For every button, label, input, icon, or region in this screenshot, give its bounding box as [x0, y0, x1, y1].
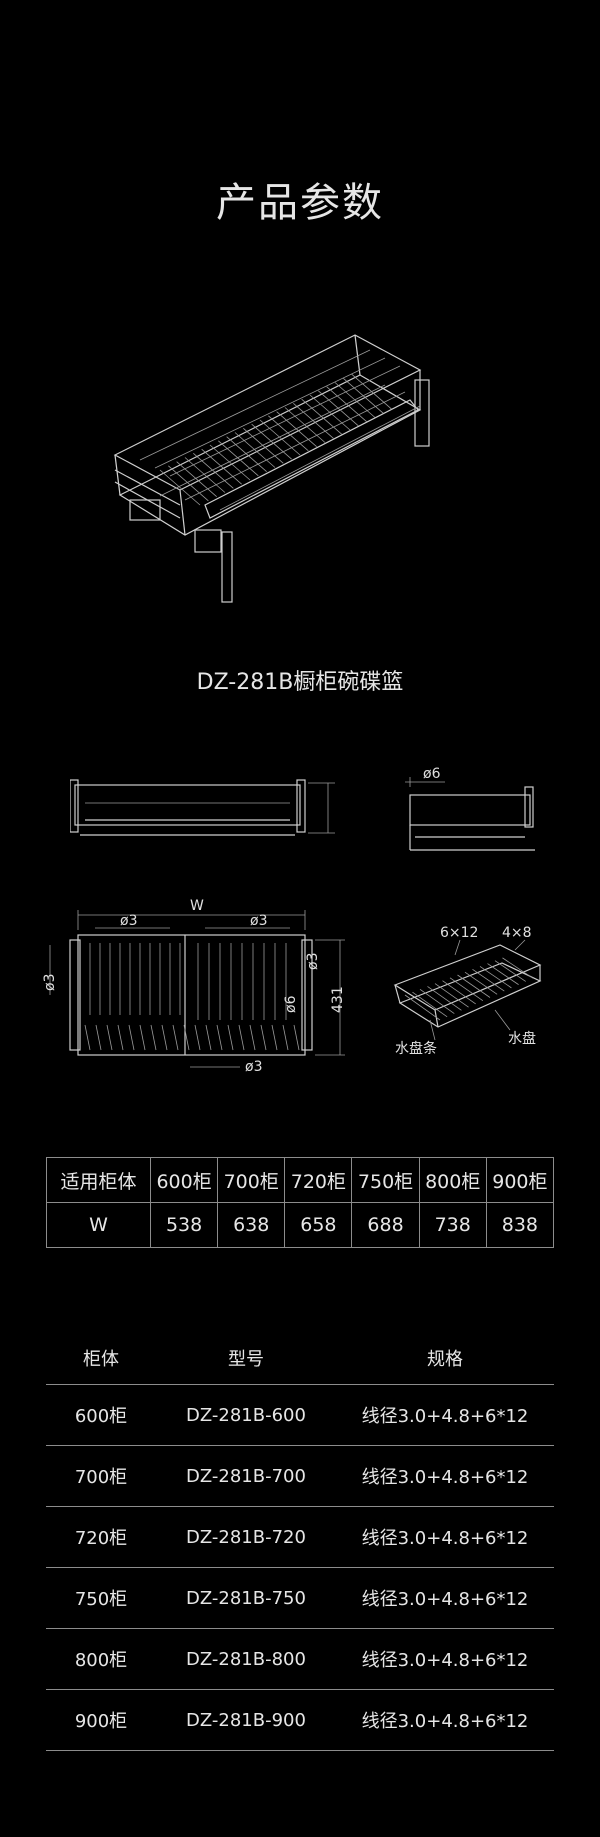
depth-dimension: 431: [330, 986, 346, 1013]
table-row: 800柜 DZ-281B-800 线径3.0+4.8+6*12: [46, 1628, 554, 1690]
spec-model: DZ-281B-700: [156, 1445, 336, 1507]
size-table-col: 600柜: [149, 1157, 219, 1203]
isometric-drawing: 6×12 4×8 水盘 水盘条: [393, 925, 542, 1057]
spec-value: 线径3.0+4.8+6*12: [336, 1445, 554, 1507]
product-name: DZ-281B橱柜碗碟篮: [196, 670, 404, 695]
rod-diameter-d: ø3: [305, 953, 321, 970]
size-table-col: 720柜: [284, 1157, 353, 1203]
rod-diameter-e: ø6: [283, 995, 299, 1013]
front-view-drawing: 168: [70, 779, 335, 836]
size-table-row-label: W: [46, 1202, 151, 1248]
size-table-value: 638: [217, 1202, 286, 1248]
spec-value: 线径3.0+4.8+6*12: [336, 1384, 554, 1446]
table-row: 720柜 DZ-281B-720 线径3.0+4.8+6*12: [46, 1506, 554, 1568]
spec-model: DZ-281B-720: [156, 1506, 336, 1568]
table-row: 700柜 DZ-281B-700 线径3.0+4.8+6*12: [46, 1445, 554, 1507]
size-table-col: 700柜: [217, 1157, 286, 1203]
top-view-drawing: W ø3 ø3 ø3 ø3 ø6 431 ø3: [42, 898, 346, 1075]
size-table-col: 750柜: [351, 1157, 420, 1203]
spec-cabinet: 900柜: [46, 1689, 156, 1751]
spec-cabinet: 600柜: [46, 1384, 156, 1446]
spec-model: DZ-281B-600: [156, 1384, 336, 1446]
size-table-value: 538: [149, 1202, 219, 1248]
rod-diameter-b: ø3: [250, 913, 267, 929]
side-view-drawing: ø6: [405, 766, 535, 851]
spec-header-cabinet: 柜体: [83, 1349, 119, 1370]
spec-model: DZ-281B-900: [156, 1689, 336, 1751]
spec-header-spec: 规格: [427, 1349, 463, 1370]
size-table-value: 738: [418, 1202, 487, 1248]
page-title: 产品参数: [216, 180, 384, 226]
spec-cabinet: 700柜: [46, 1445, 156, 1507]
rod-diameter-a: ø3: [120, 913, 137, 929]
basket-top-frame: [113, 334, 422, 491]
spec-value: 线径3.0+4.8+6*12: [336, 1628, 554, 1690]
spec-model: DZ-281B-800: [156, 1628, 336, 1690]
size-table-value: 688: [351, 1202, 420, 1248]
side-wire-size: 4×8: [502, 925, 532, 941]
spec-cabinet: 800柜: [46, 1628, 156, 1690]
spec-value: 线径3.0+4.8+6*12: [336, 1689, 554, 1751]
rod-diameter-f: ø3: [245, 1059, 262, 1075]
width-dimension: W: [190, 898, 204, 914]
table-row: 900柜 DZ-281B-900 线径3.0+4.8+6*12: [46, 1689, 554, 1751]
size-table-col: 800柜: [418, 1157, 487, 1203]
wire-diameter-label: ø6: [423, 766, 441, 782]
size-table-header-label: 适用柜体: [46, 1157, 151, 1203]
drip-strip-label: 水盘条: [395, 1040, 437, 1057]
size-table-value: 658: [284, 1202, 353, 1248]
rod-diameter-c: ø3: [42, 974, 58, 991]
frame-wire-size: 6×12: [440, 925, 478, 941]
size-table-value: 838: [485, 1202, 555, 1248]
spec-value: 线径3.0+4.8+6*12: [336, 1567, 554, 1629]
spec-table: 柜体 型号 规格 600柜 DZ-281B-600 线径3.0+4.8+6*12…: [46, 1332, 554, 1751]
spec-cabinet: 720柜: [46, 1506, 156, 1568]
spec-model: DZ-281B-750: [156, 1567, 336, 1629]
spec-cabinet: 750柜: [46, 1567, 156, 1629]
spec-value: 线径3.0+4.8+6*12: [336, 1506, 554, 1568]
spec-header-model: 型号: [228, 1349, 264, 1370]
size-table-col: 900柜: [485, 1157, 555, 1203]
drip-tray-label: 水盘: [508, 1030, 536, 1047]
product-image: [113, 334, 430, 603]
table-row: 750柜 DZ-281B-750 线径3.0+4.8+6*12: [46, 1567, 554, 1629]
size-table: 适用柜体 600柜 700柜 720柜 750柜 800柜 900柜 W 538…: [46, 1157, 555, 1248]
table-row: 600柜 DZ-281B-600 线径3.0+4.8+6*12: [46, 1384, 554, 1446]
